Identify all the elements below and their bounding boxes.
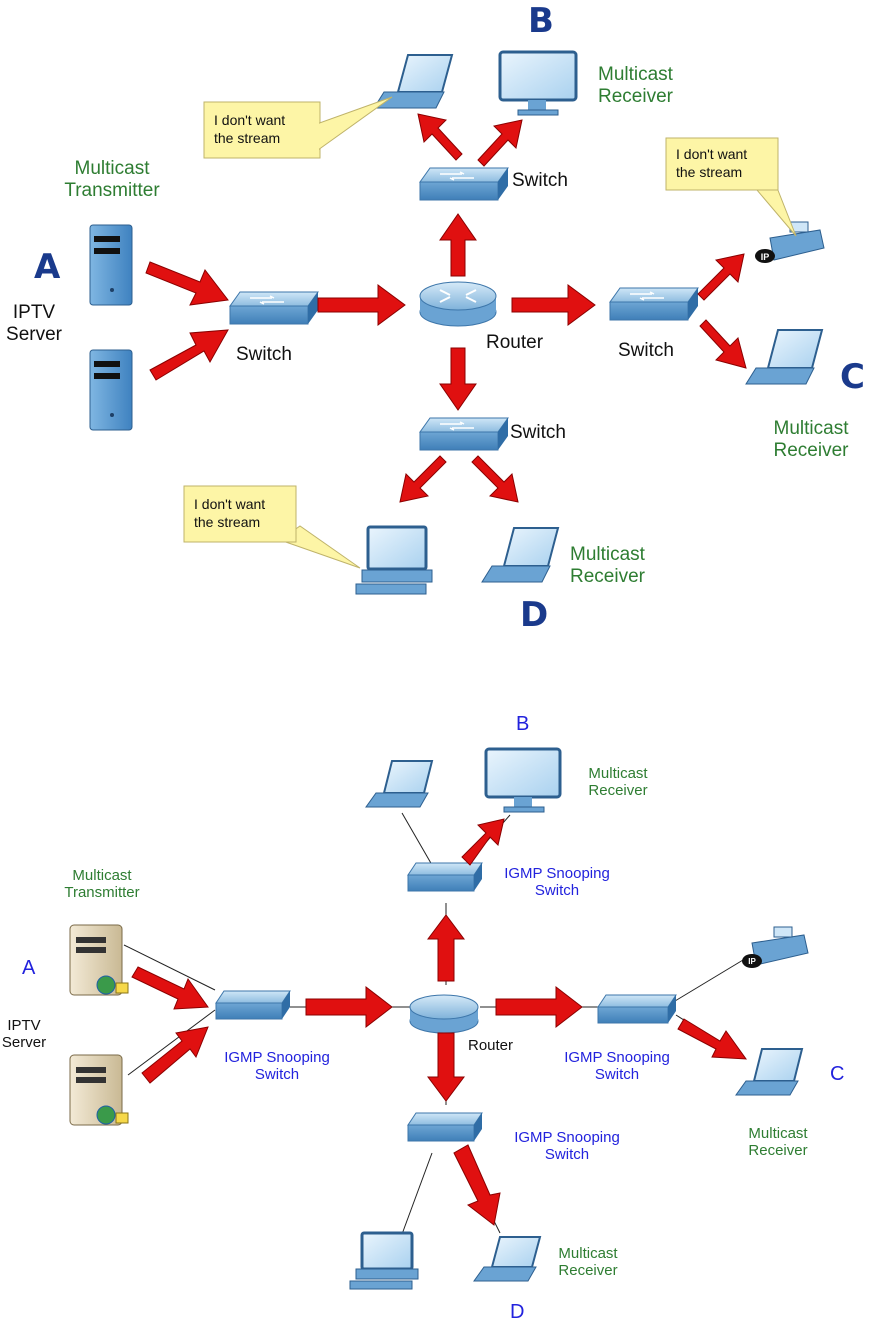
desktop-d-left-icon — [355, 525, 433, 595]
desktop-d-left-icon — [349, 1231, 419, 1290]
arrow-switchright-phone — [697, 253, 745, 301]
desktop-b-right-icon — [484, 747, 562, 813]
letter-b: B — [516, 713, 530, 735]
arrow-switchbottom-desktop — [399, 455, 447, 503]
bottom-diagram-graphics: IP — [69, 747, 809, 1290]
iptv-server-1-icon — [89, 224, 133, 306]
switch-left-icon — [229, 291, 319, 325]
arrow-switchbottom-laptop — [453, 1144, 501, 1226]
arrow-switchtop-laptop — [417, 113, 463, 161]
link-switchright-phone — [674, 956, 749, 1002]
letter-b: B — [528, 1, 554, 41]
iptv-server-2-icon — [89, 349, 133, 431]
switch-right-icon — [609, 287, 699, 321]
desktop-b-right-icon — [498, 50, 578, 116]
link-server2-switch — [127, 1009, 216, 1076]
router-label: Router — [468, 1037, 514, 1054]
bubble-b-shape — [203, 96, 393, 159]
bubble-d-shape — [183, 485, 361, 569]
arrow-router-switchtop — [427, 914, 465, 982]
switch-top-icon — [419, 167, 509, 201]
letter-a: A — [34, 247, 61, 287]
arrow-switchbottom-laptop — [471, 455, 519, 503]
arrow-server1-switch — [131, 966, 209, 1010]
arrow-router-switchbottom — [439, 347, 477, 411]
router-icon — [419, 281, 497, 327]
switch-bottom-icon — [419, 417, 509, 451]
ip-badge-bottom: IP — [748, 957, 756, 966]
router-icon — [409, 994, 479, 1034]
arrow-server1-switch — [145, 261, 229, 306]
arrow-server2-switch — [149, 329, 229, 381]
laptop-d-right-icon — [481, 527, 560, 583]
letter-a: A — [22, 957, 36, 979]
link-server1-switch — [123, 944, 216, 991]
arrow-switchtop-desktop — [477, 119, 523, 167]
arrow-switch-router — [317, 284, 406, 326]
switch-left-label: Switch — [236, 344, 292, 365]
laptop-d-right-icon — [473, 1236, 542, 1282]
router-label: Router — [486, 332, 544, 353]
arrow-router-switchtop — [439, 213, 477, 277]
ip-phone-icon — [742, 926, 809, 968]
laptop-c-icon — [745, 329, 824, 385]
switch-bottom-icon — [407, 1112, 483, 1142]
arrow-switch-router — [305, 985, 393, 1029]
link-switchtop-laptop — [401, 812, 433, 866]
top-diagram-graphics: IP — [89, 50, 825, 595]
arrow-switchright-laptop — [699, 319, 747, 369]
iptv-server-1-icon — [69, 924, 129, 996]
letter-d: D — [520, 595, 549, 635]
switch-right-icon — [597, 994, 677, 1024]
laptop-b-left-icon — [365, 760, 434, 808]
arrow-router-switchbottom — [427, 1032, 465, 1102]
ip-badge-top: IP — [761, 252, 770, 262]
link-switchbottom-desktop — [397, 1152, 433, 1246]
switch-right-label: Switch — [618, 340, 674, 361]
arrow-router-switchright — [511, 284, 596, 326]
arrow-server2-switch — [141, 1026, 209, 1084]
letter-d: D — [510, 1301, 525, 1323]
switch-bottom-label: Switch — [510, 422, 566, 443]
letter-c: C — [830, 1063, 845, 1085]
arrow-switchtop-desktop — [461, 818, 505, 866]
laptop-b-left-icon — [373, 54, 454, 109]
bubble-c-shape — [665, 137, 797, 237]
arrow-switchright-laptop — [677, 1018, 748, 1060]
arrow-router-switchright — [495, 985, 583, 1029]
laptop-c-icon — [735, 1048, 804, 1096]
switch-left-icon — [215, 990, 291, 1020]
iptv-server-2-icon — [69, 1054, 129, 1126]
switch-top-icon — [407, 862, 483, 892]
switch-top-label: Switch — [512, 170, 568, 191]
letter-c: C — [840, 357, 865, 397]
